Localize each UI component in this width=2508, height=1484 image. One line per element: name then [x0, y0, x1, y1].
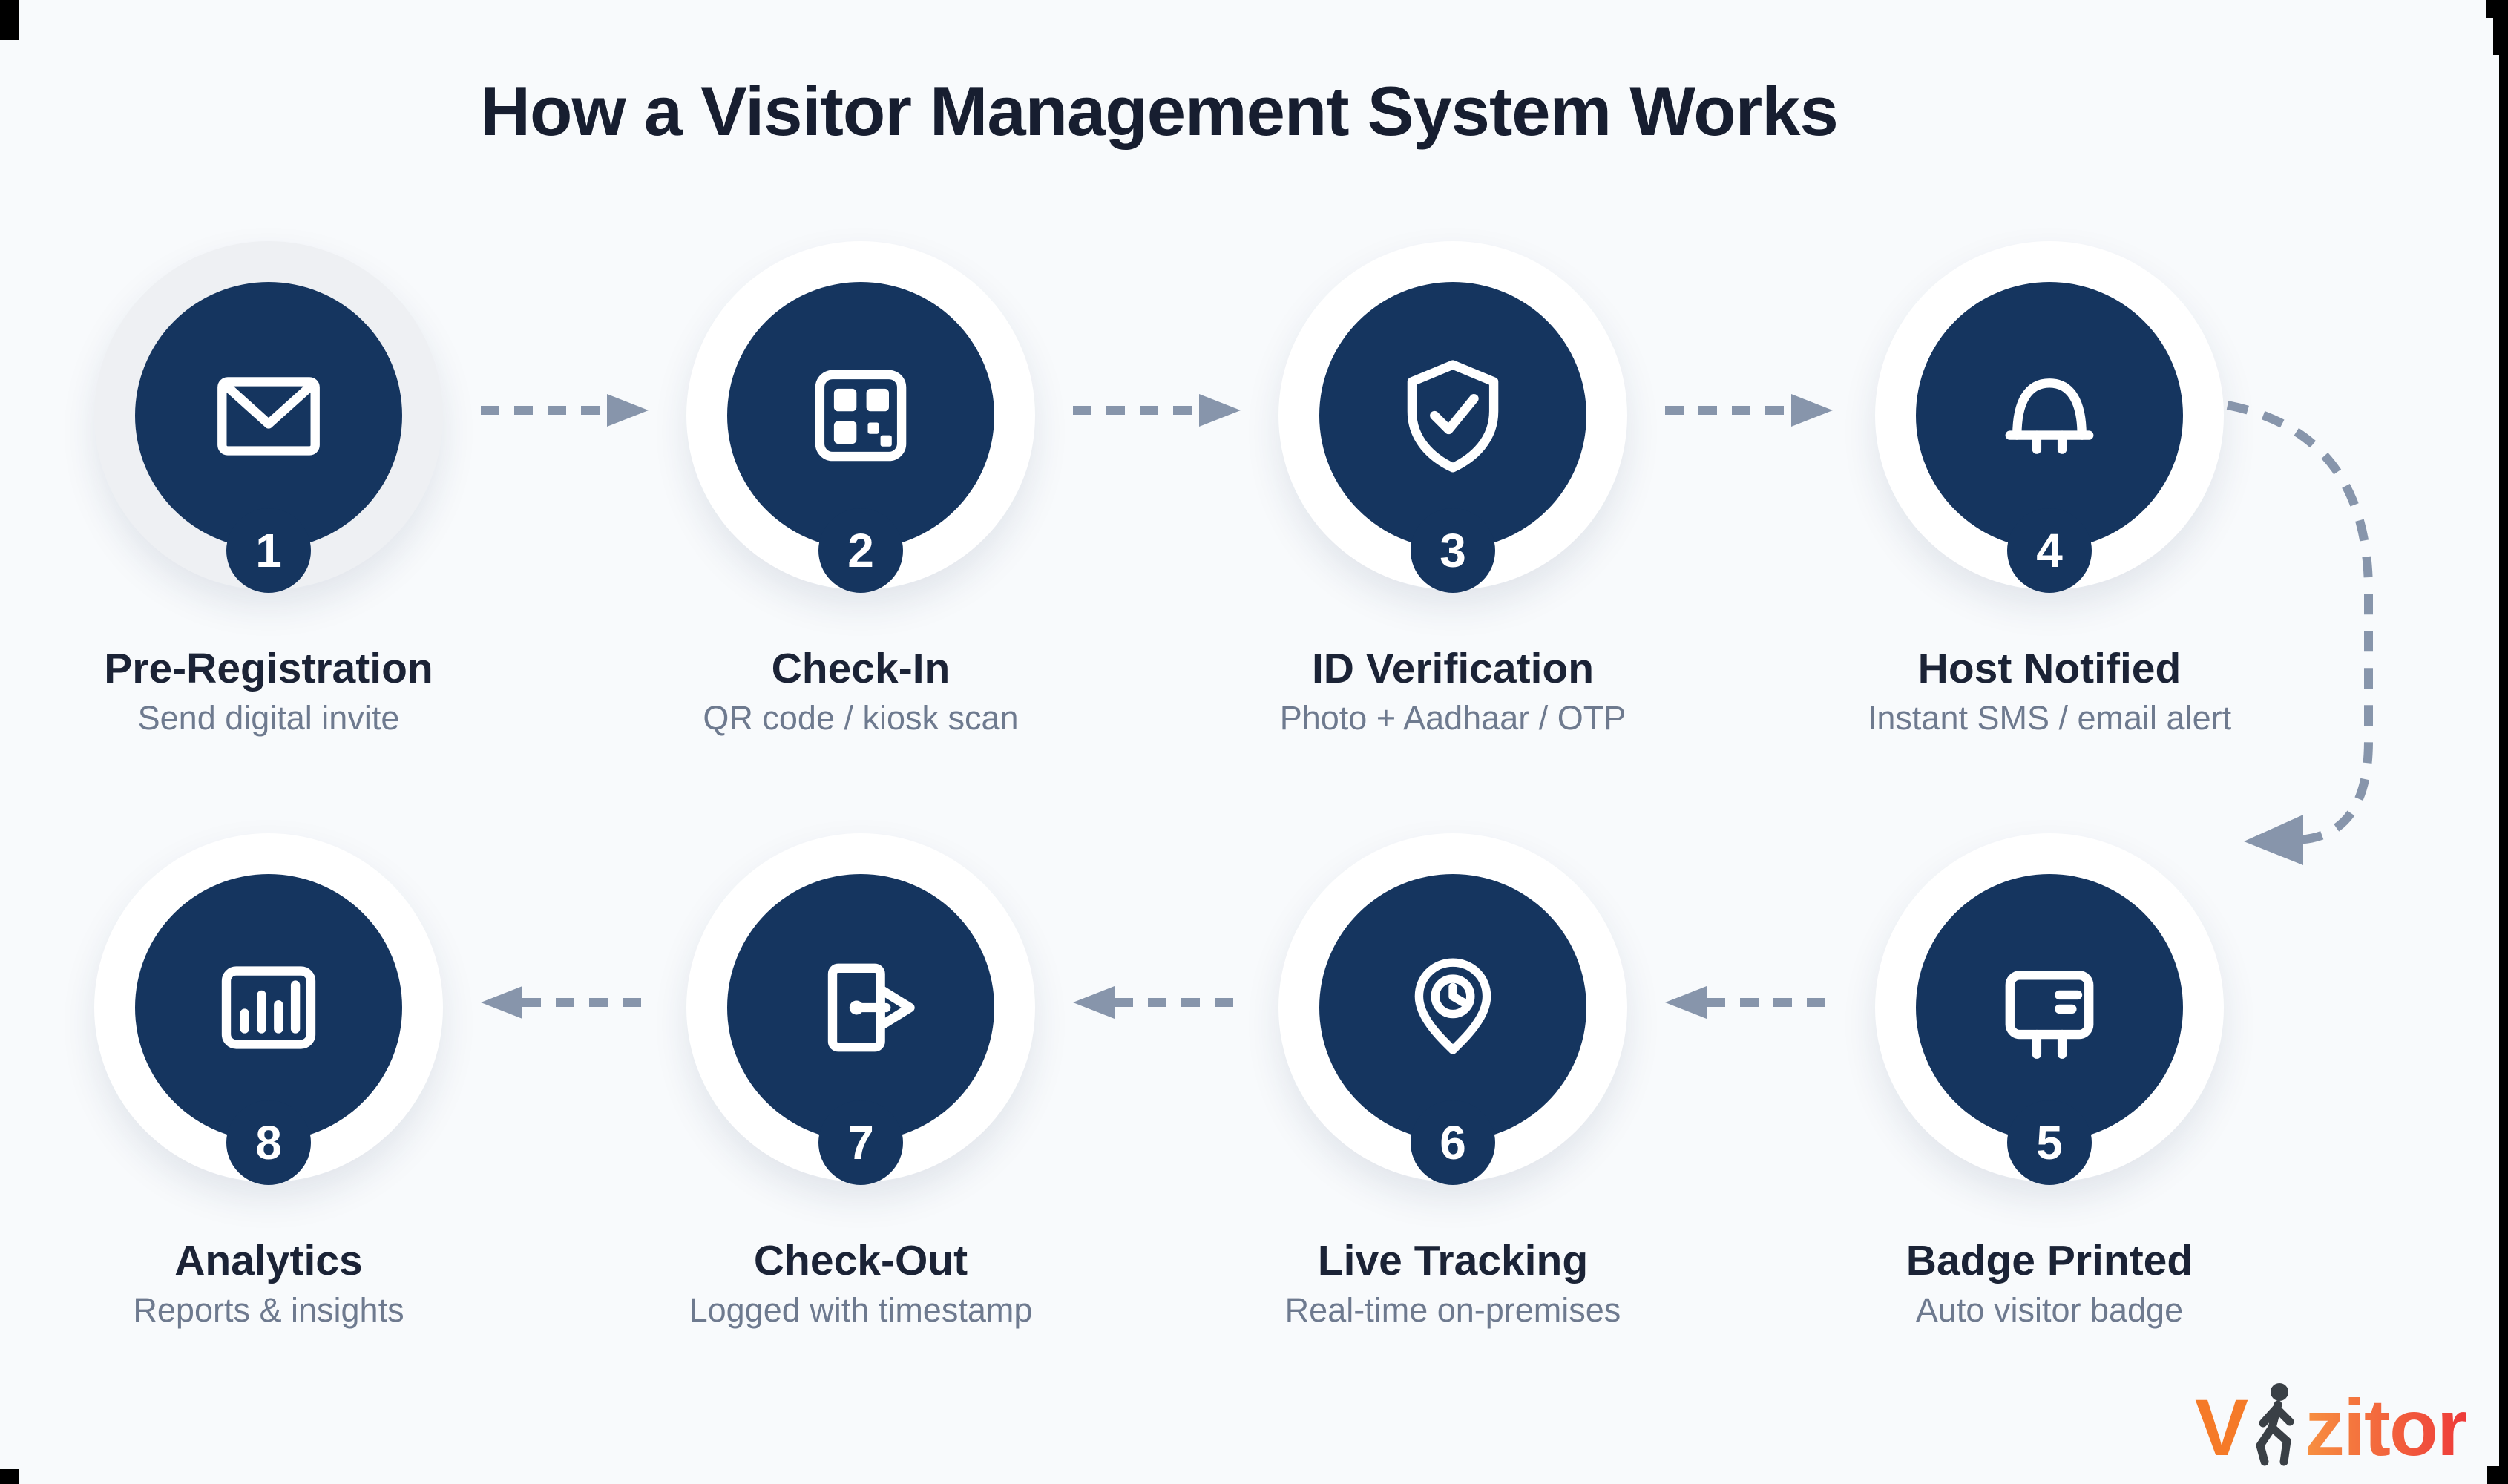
- bar-chart-icon: [221, 966, 316, 1049]
- step-circle: [1916, 282, 2183, 549]
- step-circle: [1916, 874, 2183, 1141]
- shield-check-icon: [1407, 360, 1499, 473]
- step-circle: [727, 282, 994, 549]
- step-circle: [727, 874, 994, 1141]
- step-title: Check-Out: [753, 1237, 968, 1284]
- step-subtitle: QR code / kiosk scan: [703, 699, 1019, 737]
- step-number-badge: 5: [2007, 1100, 2092, 1185]
- qr-code-icon: [815, 370, 907, 462]
- walking-person-icon: [2256, 1383, 2294, 1466]
- location-pin-clock-icon: [1414, 958, 1491, 1054]
- step-number-badge: 4: [2007, 508, 2092, 593]
- arrow-left-step5-to-step6: [1665, 986, 1833, 1019]
- step-circle: [1319, 282, 1586, 549]
- arrow-right-step3-to-step4: [1665, 394, 1833, 427]
- step-title: ID Verification: [1311, 645, 1595, 692]
- arrow-right-step2-to-step3: [1073, 394, 1241, 427]
- arrow-curved-step4-to-step5: [2226, 401, 2373, 865]
- step-circle: [135, 874, 402, 1141]
- step-subtitle: Photo + Aadhaar / OTP: [1279, 699, 1626, 737]
- step-circle: [135, 282, 402, 549]
- step-subtitle: Send digital invite: [137, 699, 400, 737]
- step-number-badge: 8: [226, 1100, 311, 1185]
- logo-letter-v: V: [2195, 1382, 2248, 1472]
- arrow-left-step6-to-step7: [1073, 986, 1241, 1019]
- step-title: Check-In: [771, 645, 951, 692]
- step-subtitle: Logged with timestamp: [689, 1291, 1033, 1329]
- step-number-badge: 6: [1411, 1100, 1495, 1185]
- door-exit-icon: [827, 963, 915, 1052]
- page-title: How a Visitor Management System Works: [480, 72, 1839, 150]
- step-number-badge: 1: [226, 508, 311, 593]
- arrow-left-step7-to-step8: [481, 986, 649, 1019]
- arrow-right-step1-to-step2: [481, 394, 649, 427]
- logo-letters-zitor: zitor: [2305, 1382, 2468, 1472]
- frame-strip-right-edge: [2499, 0, 2508, 1484]
- step-title: Live Tracking: [1317, 1237, 1589, 1284]
- step-number-badge: 2: [818, 508, 903, 593]
- step-subtitle: Auto visitor badge: [1915, 1291, 2184, 1329]
- step-title: Badge Printed: [1905, 1237, 2193, 1284]
- step-subtitle: Reports & insights: [133, 1291, 404, 1329]
- frame-mark-bottom-left: [0, 1469, 19, 1484]
- envelope-icon: [217, 377, 320, 456]
- step-subtitle: Instant SMS / email alert: [1867, 699, 2232, 737]
- step-title: Pre-Registration: [104, 645, 433, 692]
- step-title: Analytics: [174, 1237, 363, 1284]
- badge-card-icon: [2005, 971, 2094, 1059]
- bell-icon: [2005, 378, 2094, 454]
- frame-mark-bottom-right: [2487, 1466, 2508, 1484]
- step-number-badge: 7: [818, 1100, 903, 1185]
- step-number-badge: 3: [1411, 508, 1495, 593]
- vizitor-logo: V zitor: [2195, 1371, 2468, 1472]
- step-circle: [1319, 874, 1586, 1141]
- step-title: Host Notified: [1917, 645, 2182, 692]
- frame-mark-top-left: [0, 0, 19, 40]
- step-subtitle: Real-time on-premises: [1284, 1291, 1621, 1329]
